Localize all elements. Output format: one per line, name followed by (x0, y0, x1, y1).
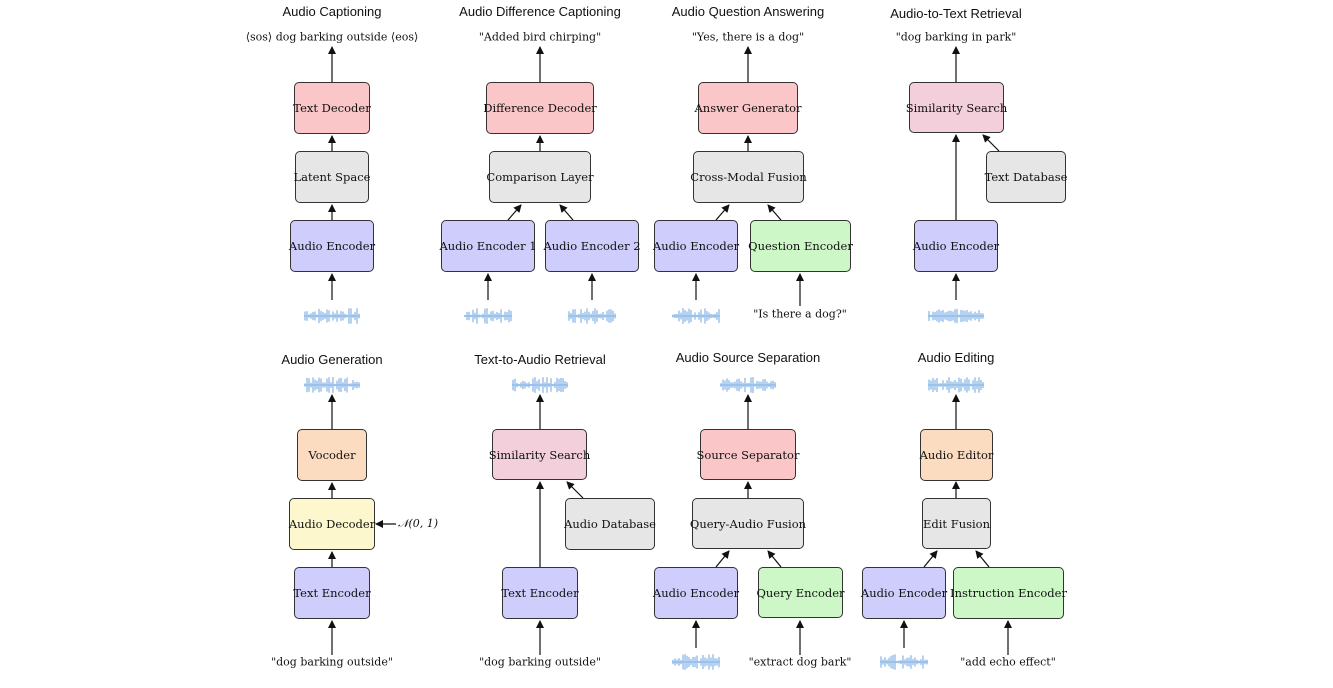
comparison-layer-box: Comparison Layer (486, 151, 594, 203)
audio-encoder-1-box: Audio Encoder 1 (439, 220, 537, 272)
instruction-input-text: "add echo effect" (960, 655, 1056, 669)
noise-input-text: 𝒩(0, 1) (397, 517, 439, 530)
waveform-icon (464, 308, 512, 324)
similarity-search-box: Similarity Search (489, 429, 590, 480)
audio-encoder-box: Audio Encoder (913, 220, 999, 272)
audio-encoder-box: Audio Encoder (653, 220, 739, 272)
instruction-encoder-box: Instruction Encoder (950, 567, 1067, 619)
audio-encoder-box: Audio Encoder (289, 220, 375, 272)
waveform-icon (304, 308, 360, 324)
waveform-icon (304, 377, 360, 393)
text-encoder-box: Text Encoder (293, 567, 371, 619)
latent-space-box: Latent Space (294, 151, 370, 203)
difference-decoder-box: Difference Decoder (483, 82, 597, 134)
waveform-icon (512, 377, 568, 393)
audio-encoder-box: Audio Encoder (861, 567, 947, 619)
title-audio-source-separation: Audio Source Separation (675, 350, 821, 365)
waveform-icon (720, 377, 776, 393)
query-input-text: "extract dog bark" (748, 655, 852, 669)
audio-encoder-box: Audio Encoder (653, 567, 739, 619)
title-audio-to-text-retrieval: Audio-to-Text Retrieval (890, 6, 1022, 21)
edit-fusion-box: Edit Fusion (922, 498, 991, 549)
waveform-icon (880, 654, 928, 670)
qa-output-text: "Yes, there is a dog" (691, 30, 805, 44)
text-decoder-box: Text Decoder (293, 82, 371, 134)
waveform-icon (672, 308, 720, 324)
difference-output-text: "Added bird chirping" (478, 30, 602, 44)
audio-encoder-2-box: Audio Encoder 2 (543, 220, 641, 272)
waveform-icon (928, 377, 984, 393)
title-audio-editing: Audio Editing (917, 350, 995, 365)
t2a-input-text: "dog barking outside" (479, 655, 601, 669)
title-audio-difference-captioning: Audio Difference Captioning (459, 4, 621, 19)
waveform-icon (672, 654, 720, 670)
waveform-icon (568, 308, 616, 324)
text-encoder-box: Text Encoder (501, 567, 579, 619)
title-audio-question-answering: Audio Question Answering (671, 4, 825, 19)
query-audio-fusion-box: Query-Audio Fusion (690, 498, 806, 549)
caption-output-text: ⟨sos⟩ dog barking outside ⟨eos⟩ (245, 30, 419, 44)
a2t-output-text: "dog barking in park" (895, 30, 1017, 44)
cross-modal-fusion-box: Cross-Modal Fusion (690, 151, 807, 203)
audio-decoder-box: Audio Decoder (289, 498, 375, 550)
question-encoder-box: Question Encoder (748, 220, 853, 272)
text-database-box: Text Database (985, 151, 1067, 203)
waveform-icon (928, 308, 984, 324)
generation-input-text: "dog barking outside" (271, 655, 393, 669)
title-audio-captioning: Audio Captioning (282, 4, 382, 19)
source-separator-box: Source Separator (697, 429, 799, 480)
audio-editor-box: Audio Editor (920, 429, 993, 481)
question-input-text: "Is there a dog?" (753, 307, 847, 321)
vocoder-box: Vocoder (297, 429, 367, 481)
audio-database-box: Audio Database (564, 498, 656, 550)
title-audio-generation: Audio Generation (281, 352, 383, 367)
title-text-to-audio-retrieval: Text-to-Audio Retrieval (474, 352, 606, 367)
similarity-search-box: Similarity Search (906, 82, 1007, 133)
query-encoder-box: Query Encoder (756, 567, 845, 618)
answer-generator-box: Answer Generator (695, 82, 802, 134)
